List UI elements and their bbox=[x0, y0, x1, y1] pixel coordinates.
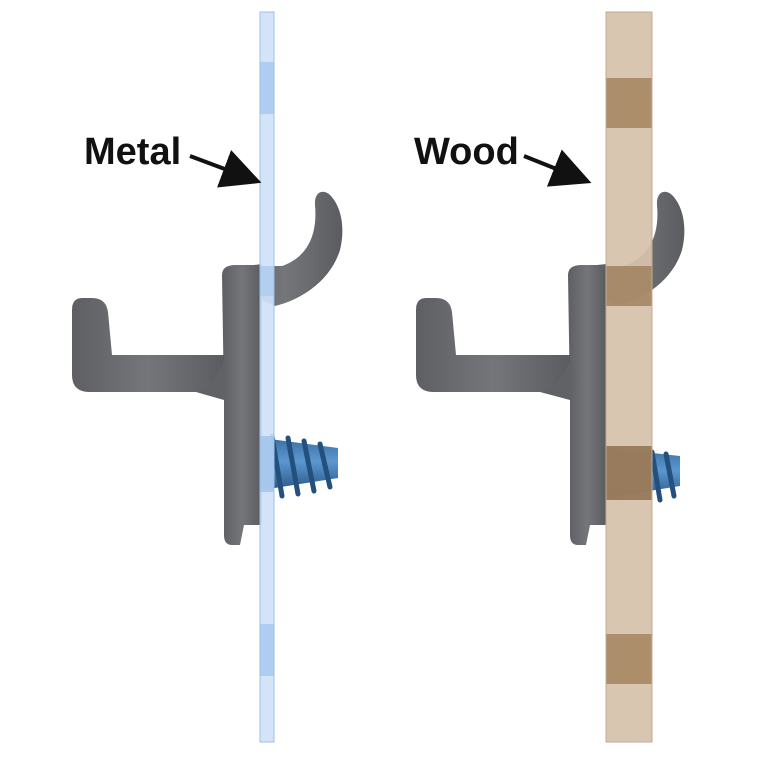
wood-label: Wood bbox=[414, 131, 519, 173]
wood-hook bbox=[416, 191, 685, 545]
metal-screw bbox=[262, 433, 338, 499]
metal-label: Metal bbox=[84, 131, 181, 173]
wood-panel bbox=[605, 11, 653, 743]
metal-assembly: Metal bbox=[72, 11, 343, 743]
metal-panel bbox=[259, 11, 275, 743]
metal-hook bbox=[72, 191, 343, 545]
wood-assembly: Wood bbox=[414, 11, 685, 743]
arrow-icon bbox=[523, 149, 592, 187]
arrow-icon bbox=[189, 150, 262, 188]
